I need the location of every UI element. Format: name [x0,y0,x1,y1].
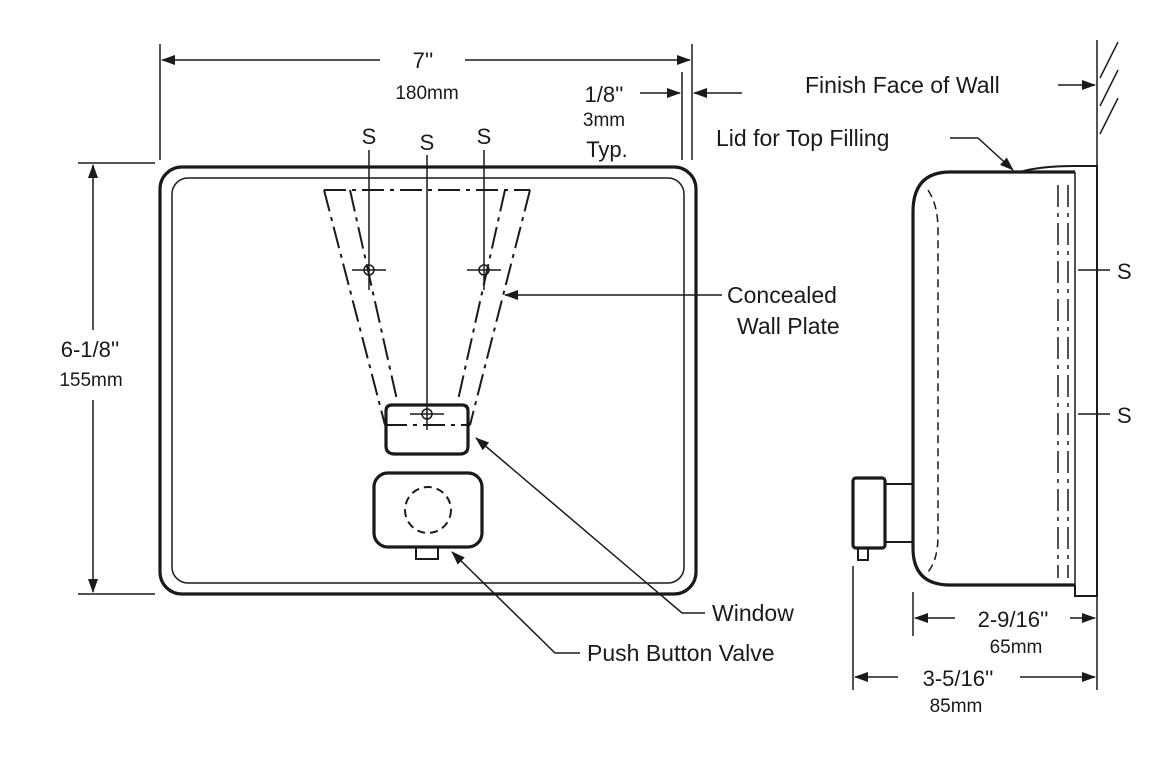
stud-centerlines [352,150,501,430]
push-button-valve [372,471,484,549]
height-imperial: 6-1/8'' [61,337,120,362]
width-imperial: 7'' [413,48,434,73]
valve-stem [415,546,439,560]
window [384,403,470,456]
height-metric: 155mm [59,370,122,391]
height-dimension [78,162,155,595]
stud-marker-right: S [477,124,492,149]
depth-dimensions [852,566,1096,690]
side-callout-leaders [950,80,1096,171]
side-stud-marker-top: S [1117,259,1132,284]
side-body-inner [927,189,939,573]
wall-face [1096,40,1119,690]
label-push-button-valve: Push Button Valve [587,640,775,666]
width-metric: 180mm [395,83,458,104]
concealed-wall-plate [323,189,531,426]
side-body-outline [911,170,1075,587]
label-lid: Lid for Top Filling [716,125,889,151]
dispenser-outline [158,165,698,596]
gap-metric: 3mm [583,110,625,131]
label-concealed-line2: Wall Plate [737,313,840,339]
side-view: S S [851,40,1132,690]
label-window: Window [712,600,794,626]
depth-total-imperial: 3-5/16'' [923,666,994,691]
width-dimension [159,44,693,160]
dispenser-inner-outline [171,177,685,584]
side-stud-ticks [1078,269,1110,415]
front-view: S S S 7'' 180mm 1/8'' 3mm Typ. 6-1/8'' [59,44,742,654]
label-finish-face: Finish Face of Wall [805,72,1000,98]
side-push-button [851,476,887,550]
gap-note: Typ. [586,137,628,162]
side-stud-marker-bottom: S [1117,403,1132,428]
lid-profile [1019,165,1098,597]
gap-imperial: 1/8'' [585,82,624,107]
side-button-stem [884,483,914,543]
label-concealed-line1: Concealed [727,282,837,308]
stud-marker-center: S [420,130,435,155]
callout-leaders [451,290,722,654]
push-button-circle [404,486,452,534]
depth-body-metric: 65mm [990,637,1043,658]
side-valve-tip [857,547,869,561]
depth-total-metric: 85mm [930,696,983,717]
depth-body-imperial: 2-9/16'' [978,607,1049,632]
gap-dimension [640,72,742,160]
stud-marker-left: S [362,124,377,149]
